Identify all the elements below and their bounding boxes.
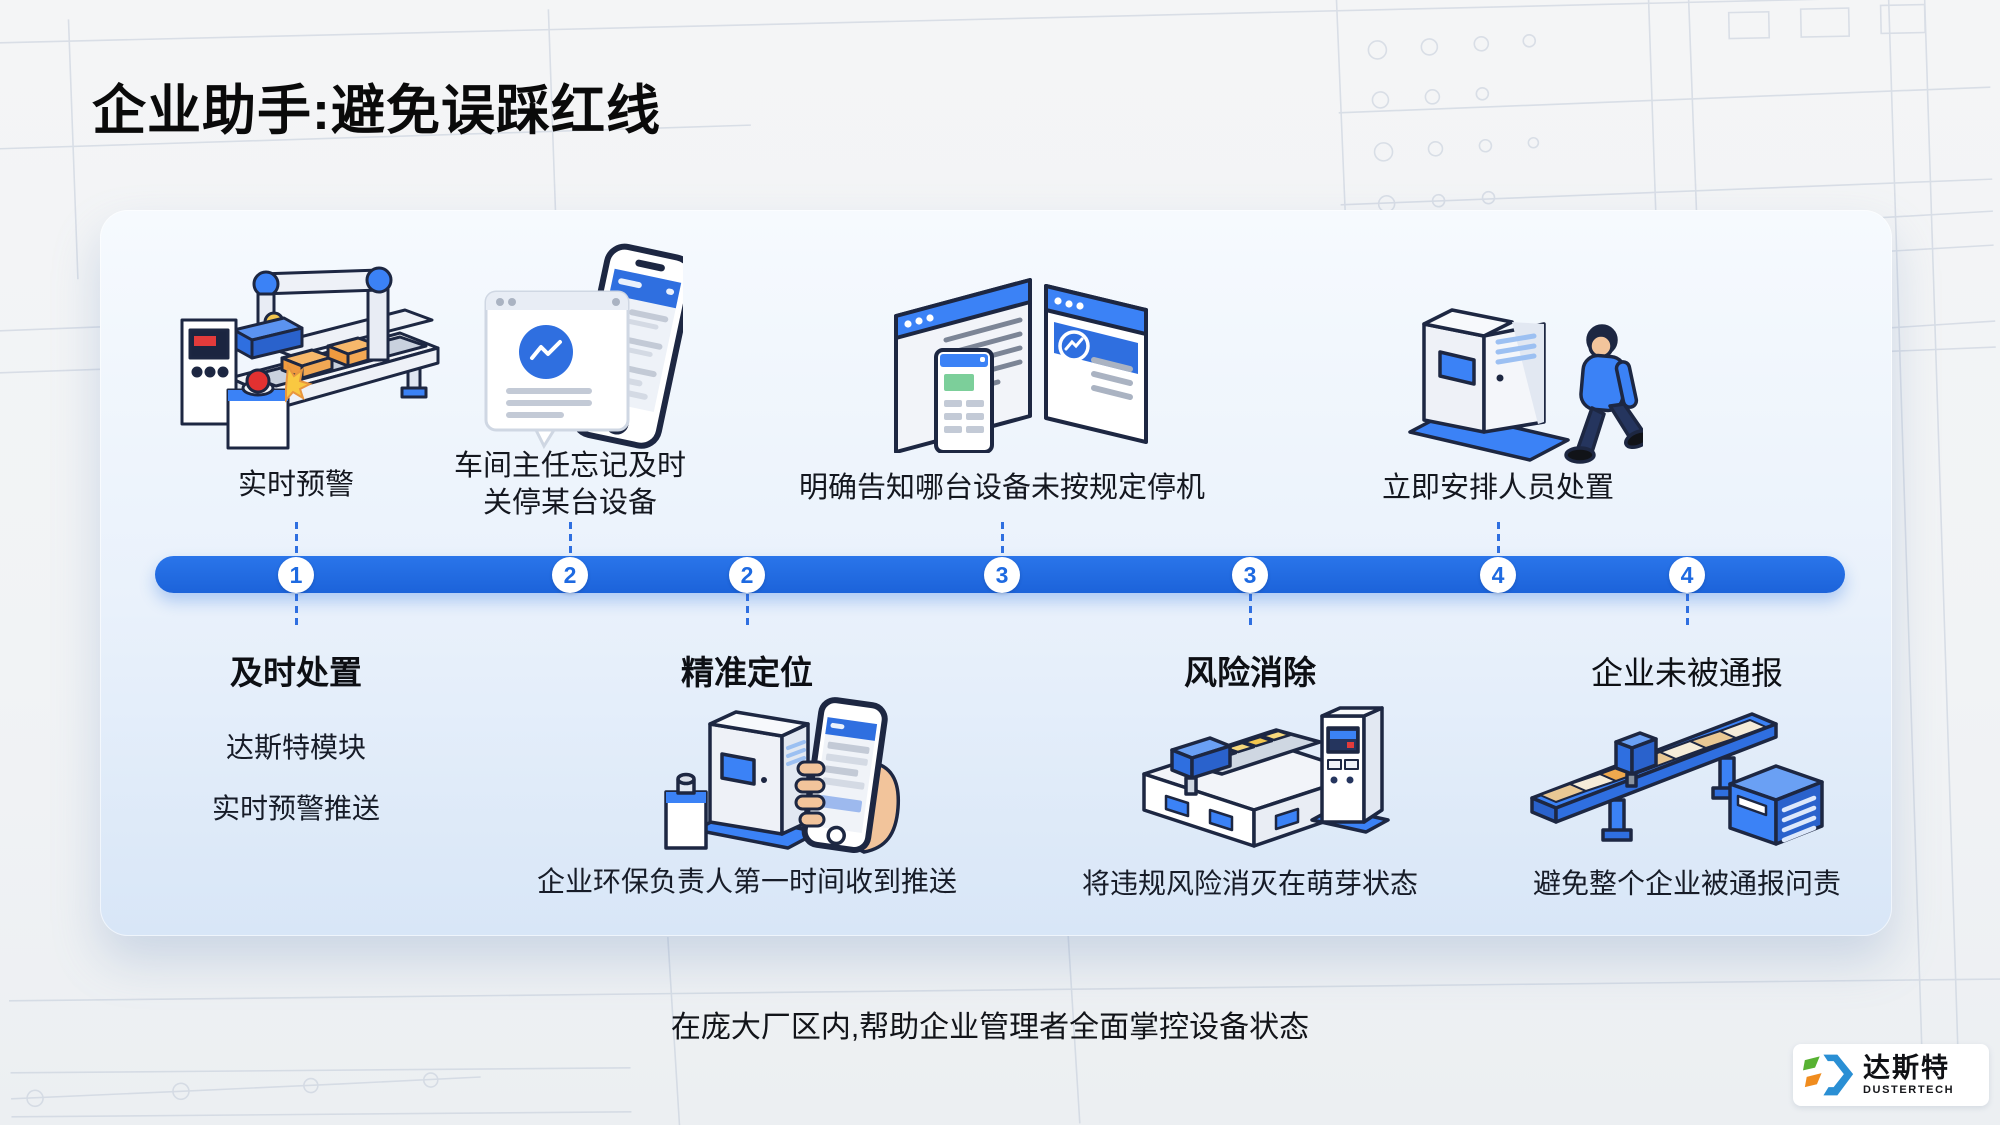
badge-number: 2 [563,561,577,588]
bottom-subline-1: 达斯特模块 [225,732,366,763]
page-title: 企业助手:避免误踩红线 [92,81,661,141]
timeline-badge-3a: 3 [984,557,1020,593]
bottom-caption-4: 避免整个企业被通报问责 [1532,868,1841,899]
bottom-subline-2: 实时预警推送 [211,793,380,824]
badge-number: 4 [1680,561,1694,588]
conveyor-server-illustration [1530,712,1824,846]
timeline-badge-2a: 2 [552,557,588,593]
timeline-tick [1248,594,1252,628]
top-step-label-4: 立即安排人员处置 [1381,472,1614,504]
cabinets-person-illustration [1408,308,1643,464]
badge-number: 3 [1243,561,1257,588]
logo-subtitle: DUSTERTECH [1863,1083,1955,1096]
timeline-tick [294,594,298,628]
bottom-caption-3: 将违规风险消灭在萌芽状态 [1081,868,1418,899]
timeline-tick [294,522,298,554]
timeline-badge-1: 1 [278,557,314,593]
company-logo: 达斯特 DUSTERTECH [1793,1044,1989,1106]
top-step-label-2: 车间主任忘记及时 关停某台设备 [453,450,686,519]
machine-phone-hand-illustration [664,697,901,854]
bottom-heading-1: 及时处置 [230,654,362,691]
badge-number: 2 [740,561,754,588]
timeline-tick [568,522,572,554]
bottom-heading-2: 精准定位 [681,654,813,691]
logo-mark-icon [1803,1054,1854,1096]
logo-text: 达斯特 DUSTERTECH [1863,1052,1955,1096]
top-step-label-1: 实时预警 [237,469,354,501]
timeline-tick [745,594,749,628]
bottom-heading-3: 风险消除 [1184,654,1316,691]
timeline-badge-4a: 4 [1480,557,1516,593]
timeline-tick [1685,594,1689,628]
timeline-tick [1000,522,1004,554]
timeline-badge-3b: 3 [1232,557,1268,593]
footer-text: 在庞大厂区内,帮助企业管理者全面掌控设备状态 [670,1011,1310,1044]
phone-alert-illustration [484,243,683,450]
badge-number: 3 [995,561,1009,588]
bottom-heading-4: 企业未被通报 [1590,655,1783,691]
timeline-tick [1496,522,1500,554]
browser-windows-illustration [894,278,1148,453]
badge-number: 4 [1491,561,1505,588]
logo-name: 达斯特 [1863,1052,1950,1083]
timeline-badge-2b: 2 [729,557,765,593]
factory-line-illustration [180,266,440,450]
timeline-badge-4b: 4 [1669,557,1705,593]
top-step-label-3: 明确告知哪台设备未按规定停机 [798,472,1205,504]
bottom-caption-2: 企业环保负责人第一时间收到推送 [536,866,957,897]
badge-number: 1 [289,561,303,588]
inspection-machine-illustration [1142,706,1390,848]
